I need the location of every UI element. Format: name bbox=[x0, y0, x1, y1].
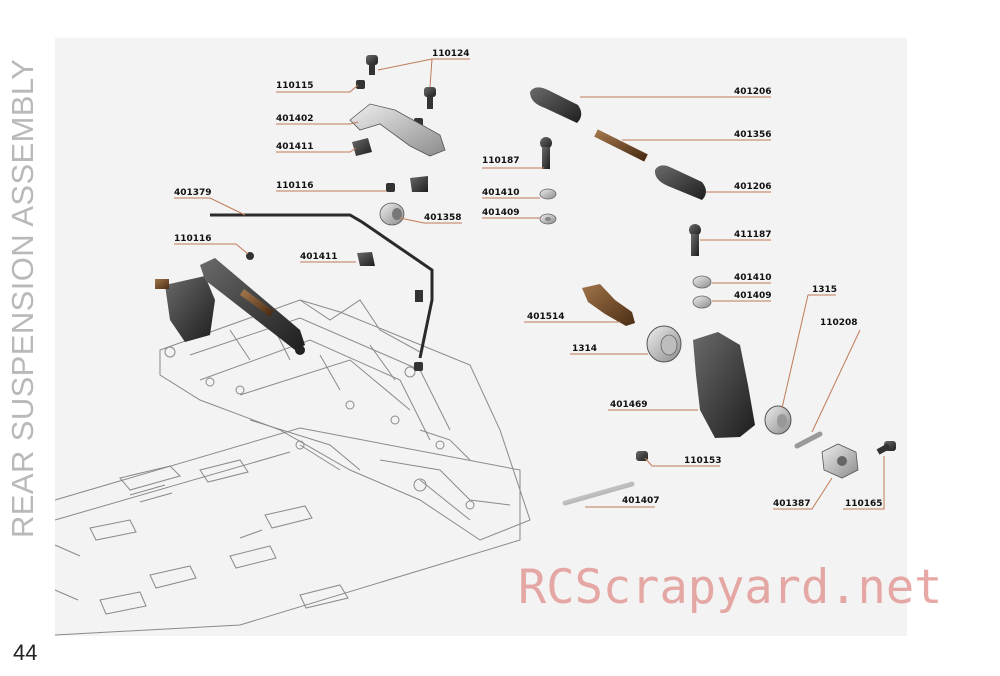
part-label: 110115 bbox=[276, 81, 314, 91]
leader-lines bbox=[174, 58, 885, 510]
part-label: 401469 bbox=[610, 400, 648, 410]
part-label: 401411 bbox=[276, 142, 314, 152]
part-label: 411187 bbox=[734, 230, 772, 240]
part-label: 401356 bbox=[734, 130, 772, 140]
part-label: 401206 bbox=[734, 182, 772, 192]
part-label: 1315 bbox=[812, 285, 837, 295]
part-label: 110153 bbox=[684, 456, 722, 466]
part-label: 110124 bbox=[432, 49, 470, 59]
part-label: 401409 bbox=[482, 208, 520, 218]
part-labels: 110124 110115 401402 401411 110116 40137… bbox=[174, 49, 883, 509]
part-label: 401410 bbox=[482, 188, 520, 198]
part-label: 401409 bbox=[734, 291, 772, 301]
part-label: 401514 bbox=[527, 312, 565, 322]
part-label: 110116 bbox=[276, 181, 314, 191]
part-label: 110116 bbox=[174, 234, 212, 244]
chassis-lineart bbox=[54, 299, 531, 636]
part-label: 110208 bbox=[820, 318, 858, 328]
watermark: RCScrapyard.net bbox=[518, 560, 943, 615]
part-label: 401379 bbox=[174, 188, 212, 198]
part-label: 401410 bbox=[734, 273, 772, 283]
part-label: 110187 bbox=[482, 156, 520, 166]
part-label: 401407 bbox=[622, 496, 660, 506]
part-label: 401411 bbox=[300, 252, 338, 262]
page-number: 44 bbox=[13, 640, 38, 665]
part-label: 1314 bbox=[572, 344, 597, 354]
part-label: 401402 bbox=[276, 114, 314, 124]
parts-shapes bbox=[155, 55, 896, 506]
part-label: 401358 bbox=[424, 213, 462, 223]
part-label: 110165 bbox=[845, 499, 883, 509]
part-label: 401387 bbox=[773, 499, 811, 509]
part-label: 401206 bbox=[734, 87, 772, 97]
